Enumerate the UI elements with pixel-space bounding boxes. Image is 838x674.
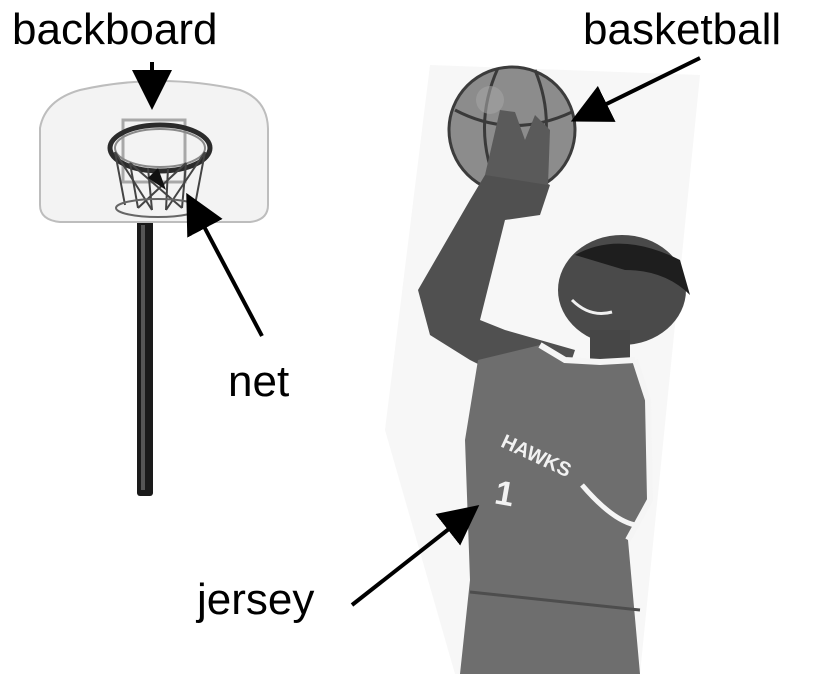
basketball-player: HAWKS 1 <box>385 65 700 674</box>
player-jersey: HAWKS 1 <box>460 345 650 674</box>
basketball-hoop <box>40 81 268 496</box>
backboard-panel <box>40 81 268 222</box>
